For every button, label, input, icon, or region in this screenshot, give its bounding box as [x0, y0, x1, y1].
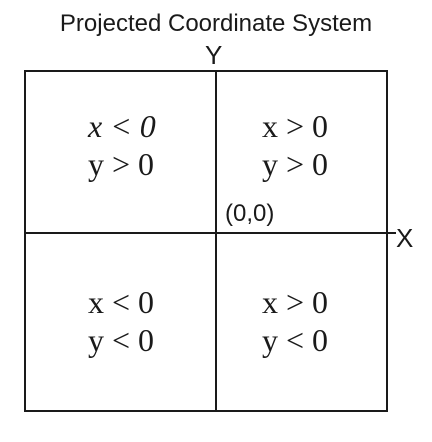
quadrant-bottom-left-y-condition: y < 0	[88, 322, 155, 358]
x-axis-line	[24, 232, 396, 234]
diagram-title: Projected Coordinate System	[59, 10, 373, 37]
quadrant-grid-frame	[24, 70, 388, 412]
quadrant-top-right-x-condition: x > 0	[262, 108, 329, 144]
x-axis-label: X	[396, 223, 414, 253]
quadrant-bottom-left-x-condition: x < 0	[88, 284, 155, 320]
y-axis-label: Y	[205, 40, 223, 70]
origin-label: (0,0)	[225, 200, 275, 227]
quadrant-bottom-right-x-condition: x > 0	[262, 284, 329, 320]
quadrant-bottom-right-y-condition: y < 0	[262, 322, 329, 358]
quadrant-top-left-y-condition: y > 0	[88, 146, 155, 182]
y-axis-line	[215, 70, 217, 412]
quadrant-top-right-y-condition: y > 0	[262, 146, 329, 182]
quadrant-top-left-x-condition: x < 0	[88, 108, 156, 144]
